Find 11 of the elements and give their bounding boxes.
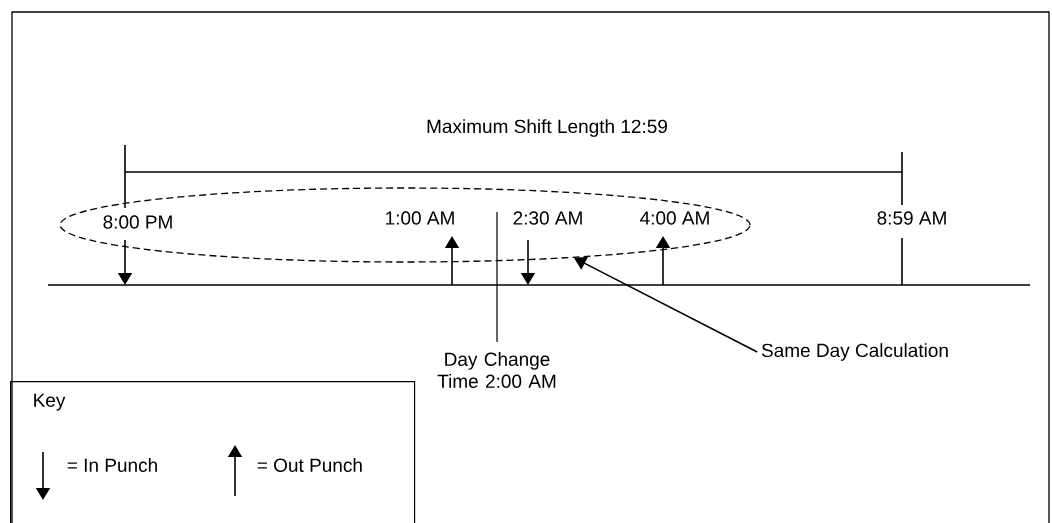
time-label: 8:00 PM [103,215,172,229]
callout-text: Same Day Calculation [761,343,948,361]
legend-text: = In Punch [67,458,157,472]
time-label: Day Change Time 2:00 AM [437,352,556,388]
shift-length-label: Maximum Shift Length 12:59 [427,119,667,137]
legend-text: = Out Punch [257,458,362,472]
time-label: 4:00 AM [640,211,709,225]
time-label: 2:30 AM [513,211,582,225]
time-label: 8:59 AM [877,211,946,225]
time-label: 1:00 AM [386,211,454,225]
dashed-ellipse [59,187,751,263]
